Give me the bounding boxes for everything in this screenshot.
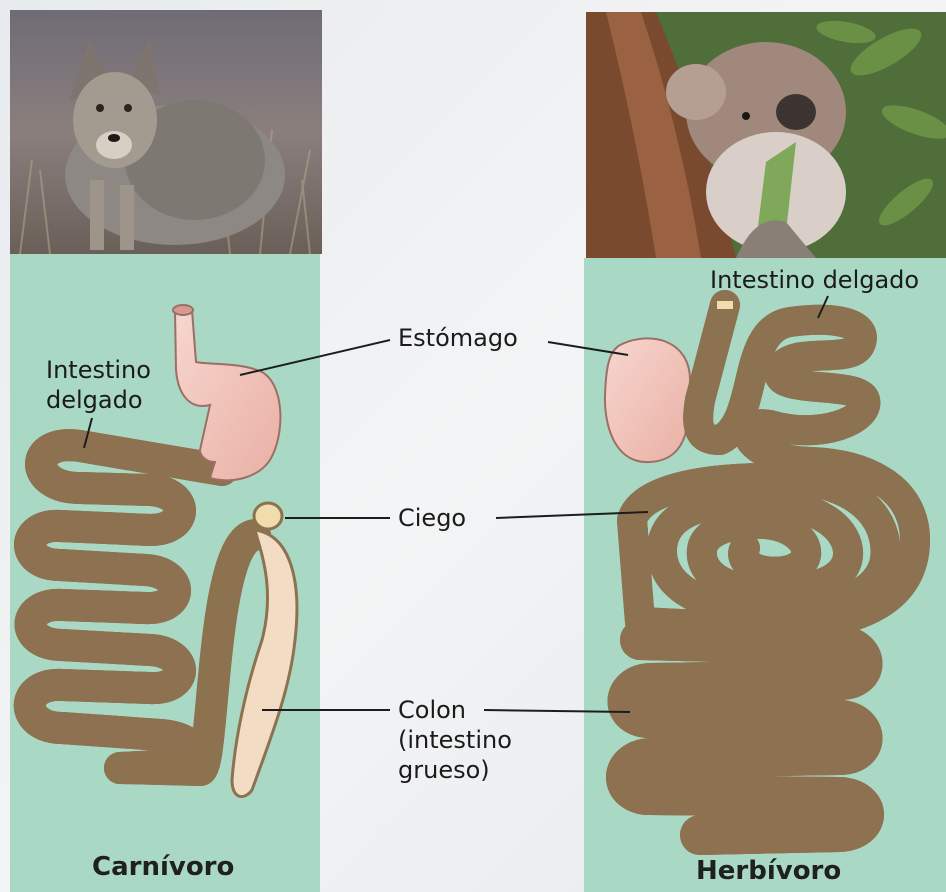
caption-herbivore: Herbívoro <box>696 856 841 886</box>
label-small-intestine-right: Intestino delgado <box>710 266 919 295</box>
label-colon-note-2: grueso) <box>398 756 490 785</box>
label-colon: Colon <box>398 696 466 725</box>
carnivore-small-intestine <box>30 445 255 770</box>
label-colon-note-1: (intestino <box>398 726 512 755</box>
label-small-intestine-left-1: Intestino <box>46 356 151 385</box>
caption-carnivore: Carnívoro <box>92 852 234 882</box>
herbivore-colon <box>626 640 864 835</box>
label-small-intestine-left-2: delgado <box>46 386 143 415</box>
herbivore-stomach <box>605 338 690 462</box>
label-stomach: Estómago <box>398 324 518 353</box>
label-cecum: Ciego <box>398 504 466 533</box>
